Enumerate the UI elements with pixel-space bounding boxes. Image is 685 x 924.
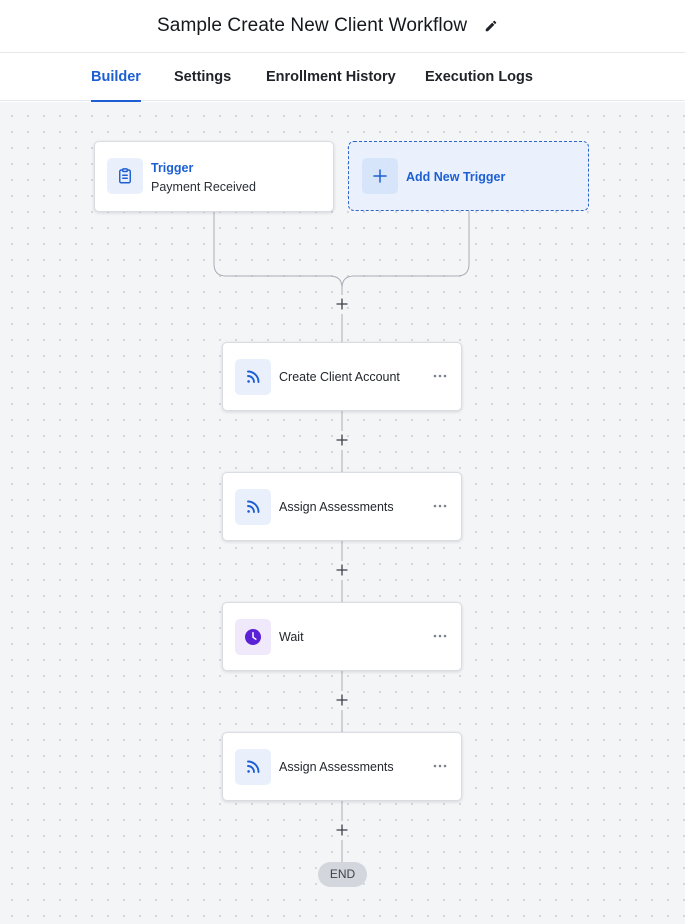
step-label: Create Client Account xyxy=(279,370,400,384)
add-step-button[interactable] xyxy=(333,821,351,839)
clipboard-icon xyxy=(119,168,131,184)
step-card-wait[interactable]: Wait xyxy=(222,602,462,671)
add-step-button[interactable] xyxy=(333,295,351,313)
rss-icon xyxy=(247,370,260,383)
trigger-card[interactable]: Trigger Payment Received xyxy=(94,141,334,212)
step-card-create-client-account[interactable]: Create Client Account xyxy=(222,342,462,411)
step-menu-button[interactable] xyxy=(429,365,451,387)
end-badge: END xyxy=(318,862,367,887)
step-card-assign-assessments[interactable]: Assign Assessments xyxy=(222,472,462,541)
step-menu-button[interactable] xyxy=(429,755,451,777)
step-card-assign-assessments[interactable]: Assign Assessments xyxy=(222,732,462,801)
add-step-button[interactable] xyxy=(333,561,351,579)
step-icon-box xyxy=(235,489,271,525)
plus-icon xyxy=(373,169,387,183)
plus-icon xyxy=(336,694,348,706)
step-label: Assign Assessments xyxy=(279,500,394,514)
step-menu-button[interactable] xyxy=(429,495,451,517)
rss-icon xyxy=(247,760,260,773)
step-icon-box xyxy=(235,359,271,395)
tab-enrollment-history[interactable]: Enrollment History xyxy=(266,69,396,85)
tab-settings[interactable]: Settings xyxy=(174,69,232,85)
add-step-button[interactable] xyxy=(333,431,351,449)
title-wrap: Sample Create New Client Workflow xyxy=(157,15,499,37)
plus-icon xyxy=(336,298,348,310)
clock-icon xyxy=(245,629,261,645)
add-trigger-label: Add New Trigger xyxy=(406,170,506,184)
more-horizontal-icon xyxy=(433,764,447,768)
plus-icon xyxy=(336,824,348,836)
tab-bar: Builder Settings Enrollment History Exec… xyxy=(0,54,685,102)
workflow-header: Sample Create New Client Workflow xyxy=(0,0,685,53)
step-icon-box xyxy=(235,749,271,785)
plus-icon xyxy=(336,434,348,446)
step-menu-button[interactable] xyxy=(429,625,451,647)
page-title: Sample Create New Client Workflow xyxy=(157,15,468,36)
pencil-icon xyxy=(485,20,497,32)
step-label: Wait xyxy=(279,630,304,644)
more-horizontal-icon xyxy=(433,504,447,508)
tab-builder[interactable]: Builder xyxy=(91,54,141,102)
step-icon-box xyxy=(235,619,271,655)
add-step-button[interactable] xyxy=(333,691,351,709)
rss-icon xyxy=(247,500,260,513)
edit-title-button[interactable] xyxy=(483,18,499,34)
trigger-value: Payment Received xyxy=(151,180,256,194)
tab-execution-logs[interactable]: Execution Logs xyxy=(425,69,533,85)
plus-icon xyxy=(336,564,348,576)
more-horizontal-icon xyxy=(433,374,447,378)
step-label: Assign Assessments xyxy=(279,760,394,774)
trigger-icon-box xyxy=(107,158,143,194)
add-trigger-icon-box xyxy=(362,158,398,194)
add-new-trigger-button[interactable]: Add New Trigger xyxy=(348,141,589,211)
trigger-label: Trigger xyxy=(151,161,194,175)
more-horizontal-icon xyxy=(433,634,447,638)
